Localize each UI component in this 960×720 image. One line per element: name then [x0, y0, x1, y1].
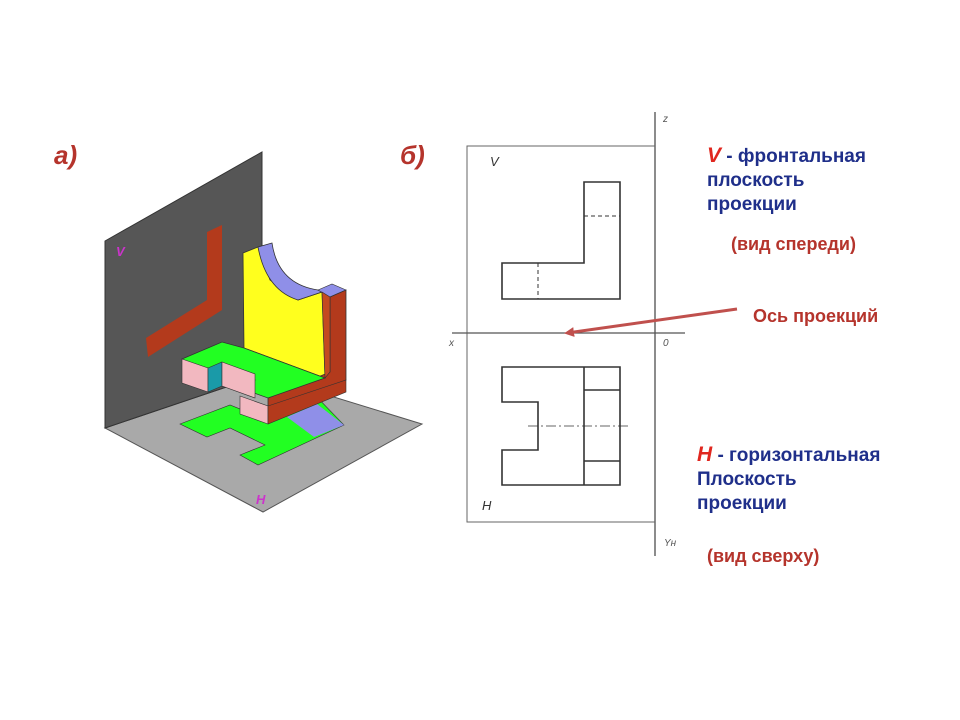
top-view-note: (вид сверху): [707, 546, 820, 566]
caption-v-line1: - фронтальная: [721, 146, 866, 167]
caption-v-letter: V: [707, 144, 722, 167]
drawing-frame: [466, 145, 656, 523]
caption-frontal-plane: V - фронтальная плоскость проекции: [707, 144, 866, 217]
object-base-side: [267, 379, 347, 425]
caption-v-line3: проекции: [707, 194, 797, 215]
panel-b-label: б): [400, 140, 425, 170]
object-side-face-post: [321, 291, 331, 379]
drawing-v-label: V: [490, 154, 500, 169]
axis-arrow: [564, 307, 738, 337]
caption-horizontal-plane: H - горизонтальная Плоскость проекции: [697, 443, 880, 516]
axis-o-label: 0: [663, 338, 669, 349]
front-view-note: (вид спереди): [731, 234, 856, 254]
axis-note: Ось проекций: [753, 306, 879, 326]
orthographic-drawing: [452, 112, 685, 556]
caption-h-line2: Плоскость: [697, 469, 797, 490]
caption-h-letter: H: [697, 443, 713, 466]
axis-x-label: x: [448, 338, 455, 349]
iso-h-label: H: [256, 492, 266, 507]
panel-a-label: а): [54, 140, 78, 170]
front-projection-shape: [146, 225, 222, 357]
caption-h-line3: проекции: [697, 493, 787, 514]
drawing-h-label: H: [482, 498, 492, 513]
axis-z-label: z: [662, 114, 668, 125]
front-view: [501, 181, 621, 300]
floor-shadow-strip: [287, 404, 344, 437]
axis-yh-label: Yн: [664, 538, 677, 549]
caption-v-line2: плоскость: [707, 170, 805, 191]
caption-h-line1: - горизонтальная: [712, 445, 881, 466]
object-base-front-mid: [221, 361, 256, 399]
top-view: [501, 366, 621, 486]
iso-v-label: V: [116, 244, 126, 259]
